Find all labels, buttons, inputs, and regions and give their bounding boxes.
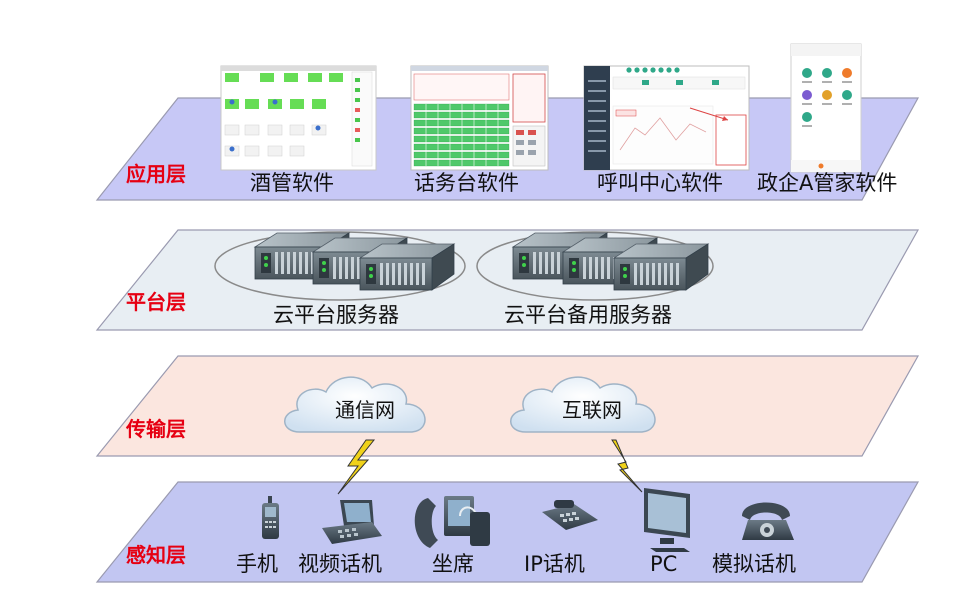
mobile-app-screenshot-icon <box>790 43 862 173</box>
app-label-call-center-software: 呼叫中心软件 <box>597 171 723 195</box>
lightning-link-icon <box>337 439 376 495</box>
agent-headset-icon <box>414 496 490 548</box>
layer-label-transport: 传输层 <box>126 417 186 441</box>
transport-layer-band <box>95 355 920 457</box>
device-label-mobile-phone: 手机 <box>236 552 278 576</box>
cloud-icon <box>510 376 656 433</box>
app-label-hotel-software: 酒管软件 <box>250 171 334 195</box>
switchboard-software-screenshot-icon <box>410 65 549 171</box>
transport-label-telecom-network: 通信网 <box>335 398 395 422</box>
analog-phone-icon <box>742 502 794 540</box>
call-center-software-screenshot-icon <box>583 65 750 171</box>
layer-label-platform: 平台层 <box>126 290 186 314</box>
mobile-phone-icon <box>262 496 279 539</box>
layer-label-application: 应用层 <box>126 162 186 186</box>
device-label-agent-seat: 坐席 <box>432 552 474 576</box>
hotel-software-screenshot-icon <box>220 65 377 171</box>
device-label-pc: PC <box>650 552 678 576</box>
pc-monitor-icon <box>644 488 690 552</box>
layer-label-sensing: 感知层 <box>126 543 186 567</box>
ip-phone-icon <box>542 500 598 530</box>
cloud-icon <box>284 376 426 433</box>
app-label-manager-software: 政企A管家软件 <box>757 171 898 195</box>
app-label-switchboard-software: 话务台软件 <box>414 171 519 195</box>
transport-label-internet: 互联网 <box>562 398 622 422</box>
server-cluster-ring <box>214 231 466 301</box>
device-label-video-phone: 视频话机 <box>298 552 382 576</box>
sensing-layer-band <box>95 481 920 583</box>
lightning-link-icon <box>611 439 643 493</box>
device-label-analog-phone: 模拟话机 <box>712 552 796 576</box>
platform-label-backup-server: 云平台备用服务器 <box>504 303 672 327</box>
backup-server-cluster-ring <box>476 231 714 301</box>
device-label-ip-phone: IP话机 <box>524 552 585 576</box>
platform-label-cloud-server: 云平台服务器 <box>273 303 399 327</box>
video-phone-icon <box>322 500 382 544</box>
